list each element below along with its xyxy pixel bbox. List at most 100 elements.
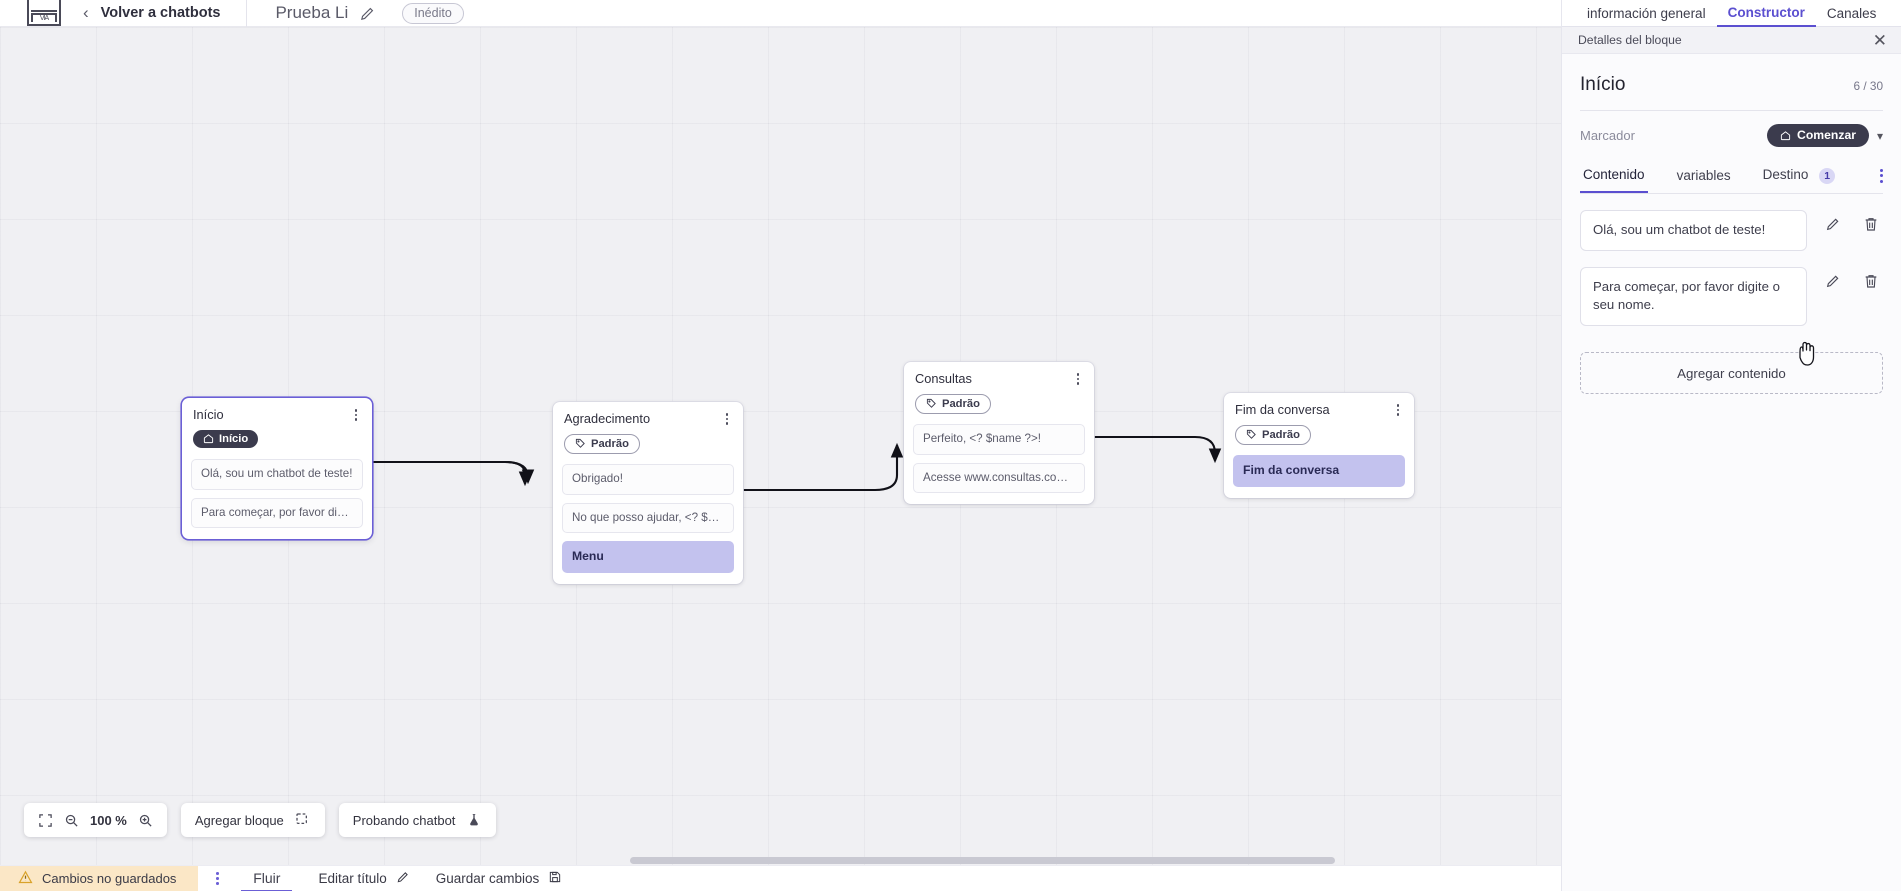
content-item-text[interactable]: Para começar, por favor digite o seu nom… bbox=[1580, 266, 1807, 327]
node-message[interactable]: Obrigado! bbox=[562, 464, 734, 495]
edit-title-button[interactable]: Editar título bbox=[318, 870, 409, 887]
node-pill-padrao: Padrão bbox=[915, 394, 991, 415]
panel-top-tabs: información general Constructor Canales bbox=[1562, 0, 1901, 27]
node-header: Consultas bbox=[913, 371, 1085, 386]
node-menu-icon[interactable] bbox=[720, 411, 734, 425]
save-changes-label: Guardar cambios bbox=[435, 871, 540, 886]
add-block-button[interactable]: Agregar bloque bbox=[180, 803, 325, 837]
pencil-icon[interactable] bbox=[1825, 216, 1841, 232]
tab-informacion-general[interactable]: información general bbox=[1587, 5, 1706, 21]
zoom-level: 100 % bbox=[90, 812, 127, 828]
tag-icon bbox=[575, 439, 585, 449]
unsaved-changes-badge: Cambios no guardados bbox=[0, 865, 199, 891]
flask-icon bbox=[466, 812, 482, 828]
tab-variables[interactable]: variables bbox=[1676, 168, 1731, 183]
content-item-actions bbox=[1807, 210, 1883, 232]
node-message[interactable]: Olá, sou um chatbot de teste! bbox=[191, 459, 363, 490]
node-message-fim[interactable]: Fim da conversa bbox=[1233, 455, 1405, 487]
tag-icon bbox=[926, 399, 936, 409]
warning-triangle-icon bbox=[18, 870, 33, 888]
save-disk-icon bbox=[548, 870, 562, 887]
flow-node-consultas[interactable]: Consultas Padrão Perfeito, <? $name ?>! … bbox=[904, 362, 1094, 505]
node-pill-padrao: Padrão bbox=[1235, 425, 1311, 446]
node-pill-label: Padrão bbox=[942, 397, 980, 410]
marcador-chip[interactable]: Comenzar bbox=[1767, 124, 1869, 147]
tab-destino[interactable]: Destino 1 bbox=[1760, 167, 1839, 193]
panel-header: Detalles del bloque ✕ bbox=[1562, 27, 1901, 54]
add-block-icon bbox=[295, 812, 311, 828]
node-title: Fim da conversa bbox=[1235, 402, 1330, 417]
marcador-control[interactable]: Comenzar ▾ bbox=[1767, 124, 1883, 147]
char-counter: 6 / 30 bbox=[1853, 79, 1883, 93]
node-pill-label: Início bbox=[219, 432, 249, 445]
trash-icon[interactable] bbox=[1863, 216, 1879, 232]
zoom-in-icon[interactable] bbox=[138, 813, 153, 828]
node-message[interactable]: Perfeito, <? $name ?>! bbox=[913, 424, 1085, 455]
node-title: Agradecimento bbox=[564, 411, 651, 426]
marcador-row: Marcador Comenzar ▾ bbox=[1580, 124, 1883, 147]
node-menu-icon[interactable] bbox=[349, 407, 363, 421]
save-changes-button[interactable]: Guardar cambios bbox=[436, 870, 563, 887]
node-message[interactable]: Para começar, por favor digite o ... bbox=[191, 497, 363, 529]
node-title: Início bbox=[193, 407, 224, 422]
va-logo-icon[interactable]: VIA bbox=[27, 0, 61, 26]
panel-body: Início 6 / 30 Marcador Comenzar ▾ Conten… bbox=[1562, 54, 1901, 891]
edit-title-pencil-icon[interactable] bbox=[359, 5, 376, 22]
node-message[interactable]: No que posso ajudar, <? $name ... bbox=[562, 502, 734, 534]
test-chatbot-button[interactable]: Probando chatbot bbox=[338, 803, 497, 837]
flow-node-agradecimento[interactable]: Agradecimento Padrão Obrigado! No que po… bbox=[553, 402, 743, 584]
marcador-value: Comenzar bbox=[1797, 128, 1856, 142]
node-header: Agradecimento bbox=[562, 411, 734, 426]
tab-contenido[interactable]: Contenido bbox=[1580, 167, 1648, 193]
panel-title-row: Início 6 / 30 bbox=[1580, 54, 1883, 96]
flow-canvas[interactable]: Início Início Olá, sou um chatbot de tes… bbox=[0, 27, 1561, 865]
tab-canales[interactable]: Canales bbox=[1826, 5, 1877, 21]
fit-screen-icon[interactable] bbox=[38, 813, 53, 828]
home-icon bbox=[1780, 130, 1791, 140]
page-title: Início bbox=[1580, 74, 1626, 95]
back-to-chatbots-link[interactable]: Volver a chatbots bbox=[100, 5, 221, 21]
toolbar-divider bbox=[246, 0, 248, 27]
node-menu-icon[interactable] bbox=[1071, 371, 1085, 385]
zoom-out-icon[interactable] bbox=[64, 813, 79, 828]
chevron-down-icon[interactable]: ▾ bbox=[1876, 128, 1883, 143]
divider bbox=[1580, 110, 1883, 111]
node-message-menu[interactable]: Menu bbox=[562, 541, 734, 573]
destino-count-badge: 1 bbox=[1819, 168, 1836, 184]
bottom-kebab-icon[interactable] bbox=[216, 871, 220, 886]
test-chatbot-label: Probando chatbot bbox=[352, 812, 456, 828]
top-bar: VIA ‹ Volver a chatbots Prueba Li Inédit… bbox=[0, 0, 1561, 27]
add-content-button[interactable]: Agregar contenido bbox=[1580, 352, 1883, 395]
panel-header-label: Detalles del bloque bbox=[1578, 33, 1682, 47]
add-block-label: Agregar bloque bbox=[194, 812, 284, 828]
canvas-horizontal-scrollbar[interactable] bbox=[630, 857, 1335, 864]
tab-destino-label: Destino bbox=[1762, 167, 1809, 182]
trash-icon[interactable] bbox=[1863, 273, 1879, 289]
content-item-text[interactable]: Olá, sou um chatbot de teste! bbox=[1580, 210, 1807, 251]
node-message[interactable]: Acesse www.consultas.com par... bbox=[913, 462, 1085, 494]
node-pill-label: Padrão bbox=[1262, 428, 1300, 441]
flow-connectors bbox=[373, 435, 1222, 492]
back-chevron-icon[interactable]: ‹ bbox=[83, 3, 89, 22]
zoom-controls: 100 % bbox=[24, 803, 167, 837]
node-menu-icon[interactable] bbox=[1391, 402, 1405, 416]
close-icon[interactable]: ✕ bbox=[1872, 30, 1887, 50]
marcador-label: Marcador bbox=[1580, 128, 1635, 143]
node-pill-padrao: Padrão bbox=[564, 434, 640, 455]
node-header: Início bbox=[191, 407, 363, 422]
content-item-actions bbox=[1807, 267, 1883, 289]
flow-node-fim-da-conversa[interactable]: Fim da conversa Padrão Fim da conversa bbox=[1224, 393, 1414, 498]
tab-constructor[interactable]: Constructor bbox=[1716, 0, 1816, 27]
node-pill-inicio: Início bbox=[193, 430, 259, 449]
document-title: Prueba Li bbox=[275, 3, 349, 22]
edit-title-label: Editar título bbox=[318, 871, 387, 886]
node-pill-label: Padrão bbox=[591, 437, 629, 450]
unsaved-changes-label: Cambios no guardados bbox=[42, 871, 177, 886]
content-tabs-menu-icon[interactable] bbox=[1880, 168, 1883, 192]
canvas-toolbar: 100 % Agregar bloque Probando chatbot bbox=[24, 803, 497, 837]
flow-node-inicio[interactable]: Início Início Olá, sou um chatbot de tes… bbox=[182, 398, 372, 540]
tab-fluir[interactable]: Fluir bbox=[241, 866, 293, 891]
pencil-icon[interactable] bbox=[1825, 273, 1841, 289]
block-details-panel: información general Constructor Canales … bbox=[1561, 0, 1901, 891]
